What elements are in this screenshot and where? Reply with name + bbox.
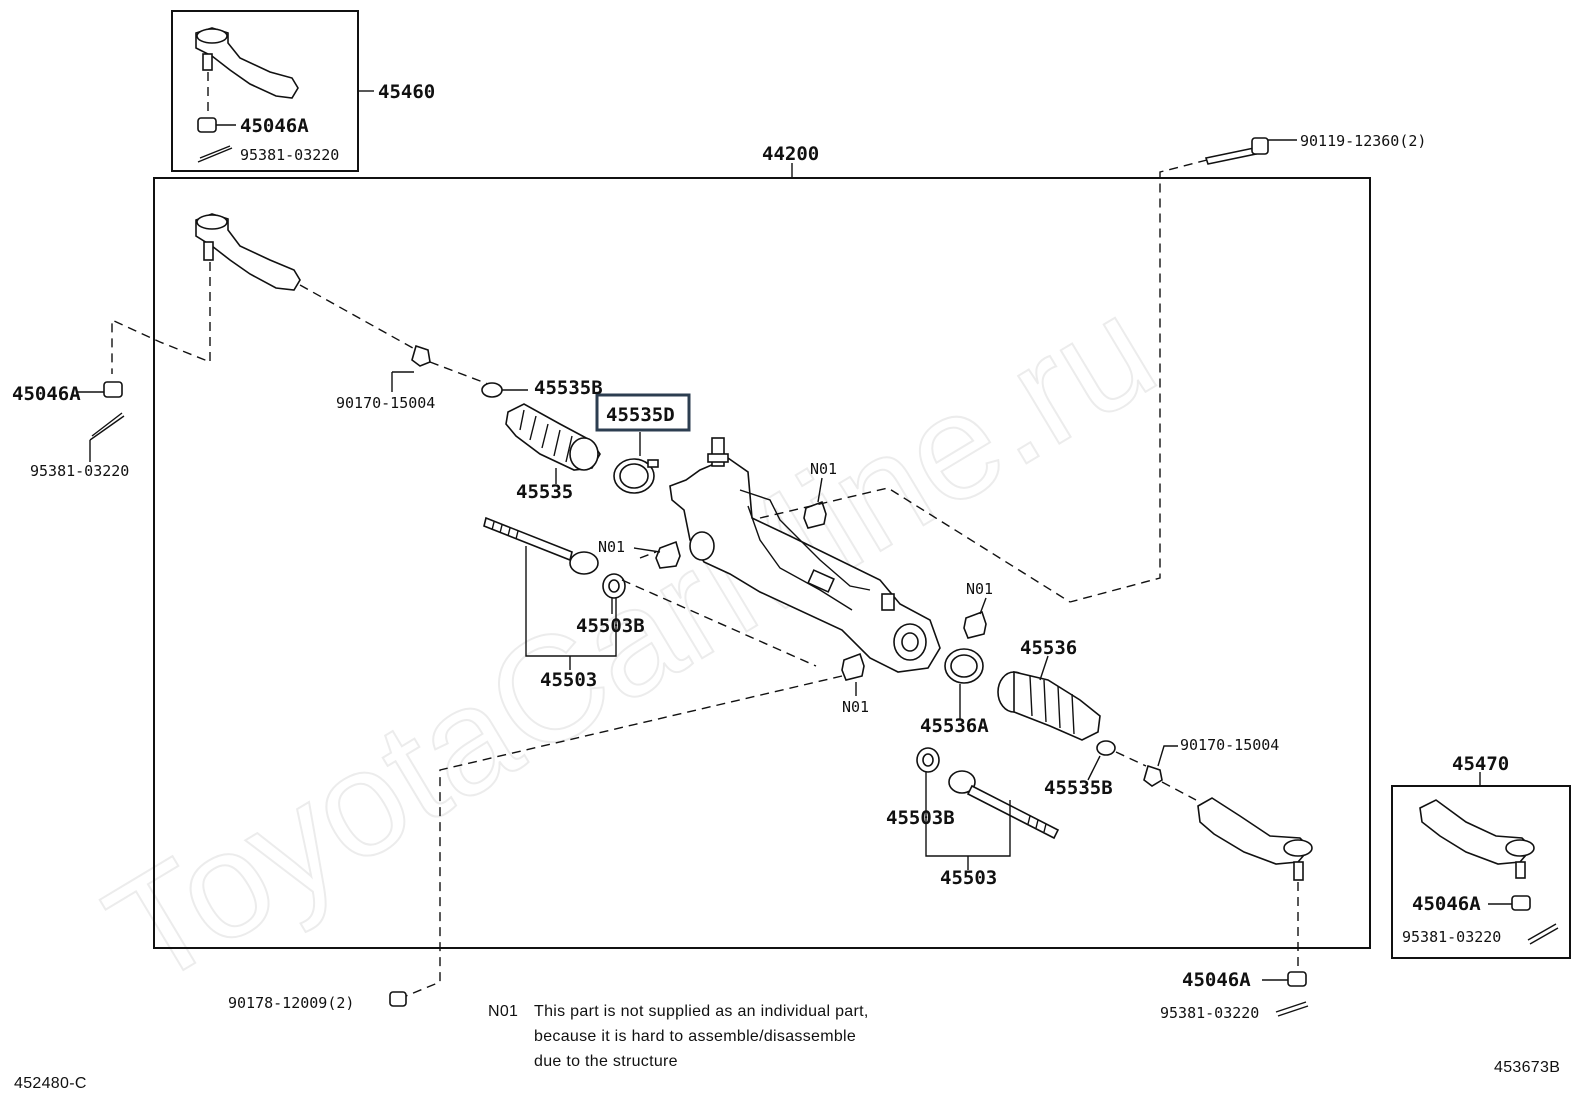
label-left-tie-rod: 45503 — [540, 669, 597, 691]
label-left-boot: 45535 — [516, 481, 573, 503]
clip-right-icon — [1096, 740, 1116, 756]
tie-rod-end-right-icon — [1197, 797, 1313, 881]
label-nd1-right: N01 — [966, 580, 993, 598]
lock-nut-left-icon — [411, 344, 431, 367]
right-nut-icon — [1287, 971, 1307, 987]
right-cotter-pin-icon — [1275, 1001, 1309, 1017]
footnote-line-1: This part is not supplied as an individu… — [534, 1003, 869, 1020]
label-left-nut: 45046A — [12, 383, 81, 405]
boot-left-icon — [505, 403, 601, 471]
footnote-line-3: due to the structure — [534, 1053, 678, 1070]
bushing-top-icon — [803, 500, 827, 529]
clip-left-icon — [481, 382, 503, 398]
highlight-45535D — [595, 393, 691, 432]
label-right-tie-rod: 45503 — [940, 867, 997, 889]
label-left-lock-nut: 90170-15004 — [336, 394, 435, 412]
label-box-left-nut: 45046A — [240, 115, 309, 137]
lock-nut-right-icon — [1143, 764, 1163, 787]
label-right-pin: 95381-03220 — [1160, 1004, 1259, 1022]
tie-rod-end-icon — [195, 27, 299, 99]
label-box-right-nut: 45046A — [1412, 893, 1481, 915]
label-right-nut: 45046A — [1182, 969, 1251, 991]
washer-left-icon — [602, 573, 626, 599]
bushing-right-icon — [963, 610, 987, 639]
label-nd1-bottom: N01 — [842, 698, 869, 716]
label-left-clip: 45535B — [534, 377, 603, 399]
cotter-pin-icon — [197, 145, 233, 163]
bolt-icon — [1204, 137, 1269, 165]
corner-code-left: 452480-C — [14, 1075, 87, 1092]
label-45470: 45470 — [1452, 753, 1509, 775]
nut-icon — [197, 117, 217, 133]
label-right-clamp: 45536A — [920, 715, 989, 737]
label-right-clip: 45535B — [1044, 777, 1113, 799]
label-box-right-pin: 95381-03220 — [1402, 928, 1501, 946]
label-left-pin: 95381-03220 — [30, 462, 129, 480]
tie-rod-end-left-icon — [195, 213, 301, 291]
label-right-lock-nut: 90170-15004 — [1180, 736, 1279, 754]
corner-code-right: 453673B — [1494, 1059, 1560, 1076]
bolt-bottom-icon — [389, 991, 407, 1007]
label-45460: 45460 — [378, 81, 435, 103]
footnote-code: N01 — [488, 1003, 518, 1020]
clamp-45535D-icon — [613, 458, 659, 494]
label-right-washer: 45503B — [886, 807, 955, 829]
tie-rod-right-icon — [948, 770, 1060, 840]
label-45535D: 45535D — [606, 404, 675, 426]
left-nut-icon — [103, 381, 123, 398]
clamp-right-icon — [944, 648, 984, 684]
label-nd1-left: N01 — [598, 538, 625, 556]
label-44200: 44200 — [762, 143, 819, 165]
label-bolt-bottom: 90178-12009(2) — [228, 994, 354, 1012]
tie-rod-end-box-right-icon — [1419, 799, 1535, 879]
label-left-washer: 45503B — [576, 615, 645, 637]
box-right-nut-icon — [1511, 895, 1531, 911]
label-nd1-top: N01 — [810, 460, 837, 478]
box-45470 — [1391, 785, 1571, 959]
watermark: ToyotaCarMine.ru — [80, 264, 1181, 1018]
steering-gear-housing-icon — [669, 437, 941, 673]
tie-rod-left-icon — [483, 516, 599, 575]
left-cotter-pin-icon — [89, 412, 125, 441]
label-box-left-pin: 95381-03220 — [240, 146, 339, 164]
bushing-bottom-icon — [841, 652, 865, 681]
footnote-line-2: because it is hard to assemble/disassemb… — [534, 1028, 856, 1045]
bushing-left-icon — [655, 540, 681, 569]
box-right-cotter-pin-icon — [1527, 923, 1559, 945]
label-bolt-top: 90119-12360(2) — [1300, 132, 1426, 150]
boot-right-icon — [997, 670, 1101, 741]
label-right-boot: 45536 — [1020, 637, 1077, 659]
assembly-frame — [153, 177, 1371, 949]
washer-right-icon — [916, 747, 940, 773]
